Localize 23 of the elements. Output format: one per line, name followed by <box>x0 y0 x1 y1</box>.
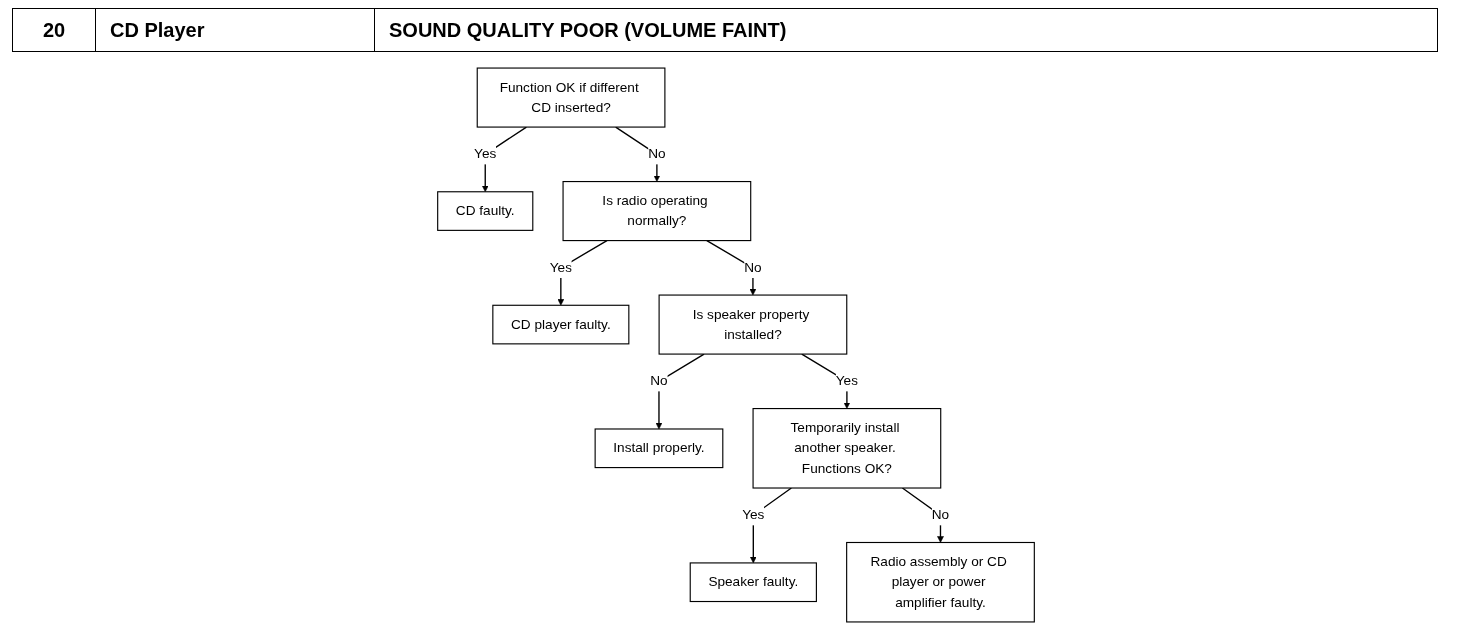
edge-label: No <box>931 507 950 523</box>
node-box: Temporarily install another speaker. Functions OK? <box>752 408 942 489</box>
edge-label: No <box>648 146 666 162</box>
header-cell: 20 <box>12 8 96 52</box>
edge-label: Yes <box>474 146 497 162</box>
edge-label: Yes <box>549 259 572 276</box>
node-box: Speaker faulty. <box>689 562 817 603</box>
edge-label: No <box>650 373 668 389</box>
edge-label: Yes <box>742 507 765 523</box>
header-cell: SOUND QUALITY POOR (VOLUME FAINT) <box>374 8 1438 52</box>
node-box: Is radio operating normally? <box>562 181 752 242</box>
node-box: Radio assembly or CD player or power amplifier faulty. <box>846 541 1035 623</box>
node-box: Install properly. <box>594 428 724 469</box>
edge-label: Yes <box>835 373 859 389</box>
arrow <box>750 487 793 564</box>
arrow <box>557 239 608 306</box>
node-box: Function OK if different CD inserted? <box>476 67 666 128</box>
edge-label: No <box>744 259 762 276</box>
node-box: CD faulty. <box>437 191 534 231</box>
node-box: Is speaker property installed? <box>658 294 848 355</box>
node-box: CD player faulty. <box>492 304 630 345</box>
header-cell: CD Player <box>95 8 375 52</box>
arrow <box>481 126 528 193</box>
